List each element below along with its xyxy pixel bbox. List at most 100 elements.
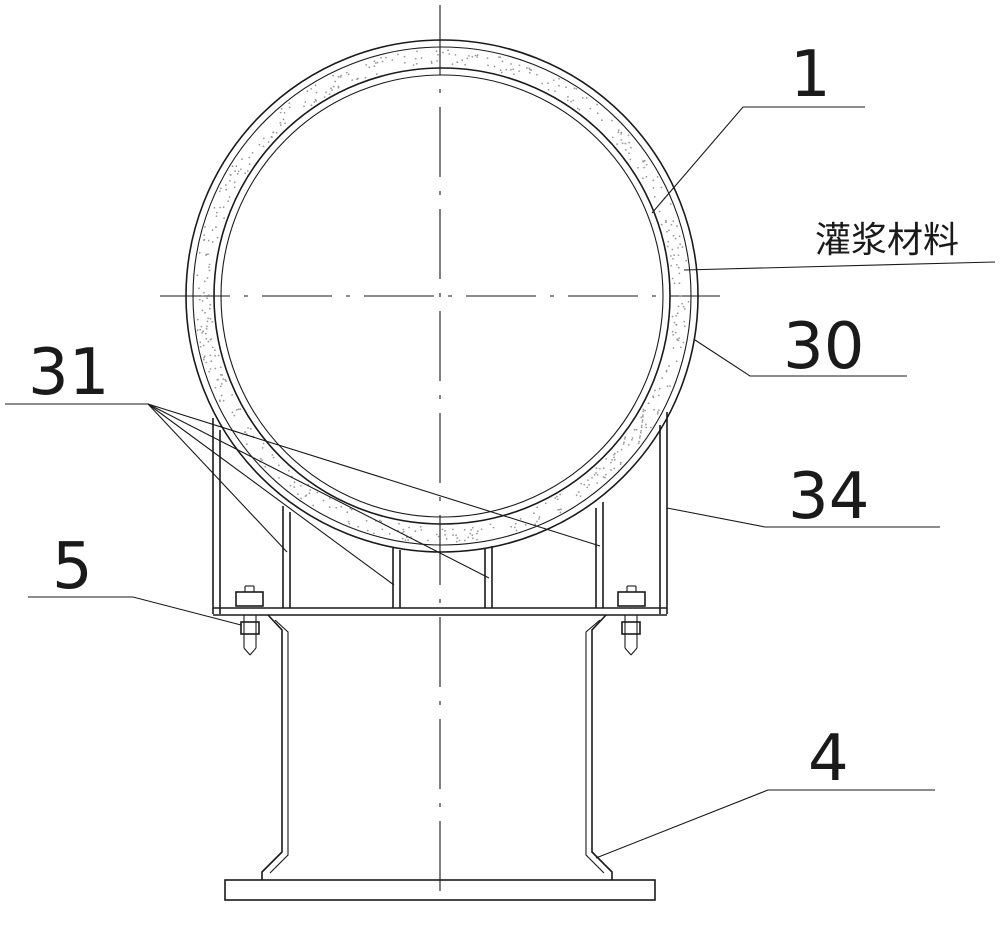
grout-dot — [404, 61, 406, 64]
grout-dot — [463, 528, 466, 531]
grout-dot — [278, 477, 280, 479]
grout-dot — [672, 258, 674, 260]
grout-dot — [448, 53, 451, 55]
grout-dot — [672, 333, 675, 336]
pipe-inner-ring — [220, 74, 664, 518]
grout-dot — [340, 505, 343, 508]
grout-dot — [640, 429, 642, 432]
grout-dot — [476, 532, 478, 535]
grout-dot — [514, 526, 516, 529]
grout-dot — [654, 389, 656, 392]
grout-dot — [536, 520, 538, 523]
grout-dot — [467, 536, 470, 539]
grout-dot — [437, 53, 439, 56]
grout-dot — [530, 69, 533, 71]
grout-dot — [624, 142, 627, 145]
grout-dot — [558, 77, 560, 80]
grout-dot — [244, 431, 246, 434]
grout-dot — [665, 369, 668, 372]
grout-dot — [288, 102, 291, 104]
grout-dot — [435, 50, 438, 53]
grout-dot — [454, 54, 457, 56]
grout-dot — [330, 87, 332, 90]
grout-dot — [505, 68, 508, 71]
grout-dot — [347, 520, 350, 523]
grout-dot — [683, 325, 686, 328]
grout-dot — [373, 60, 376, 63]
grout-dot — [207, 317, 210, 320]
grout-dot — [420, 57, 423, 59]
grout-dot — [476, 530, 479, 532]
grout-dot — [408, 526, 410, 529]
grout-dot — [203, 358, 205, 361]
grout-dot — [591, 476, 593, 479]
grout-dot — [596, 474, 599, 476]
grout-dot — [587, 479, 589, 481]
grout-dot — [611, 119, 613, 122]
grout-dot — [657, 394, 660, 397]
grout-dot — [639, 435, 641, 438]
grout-dot — [645, 426, 648, 429]
grout-dot — [381, 60, 384, 63]
grout-dot — [196, 274, 199, 277]
grout-dot — [653, 408, 655, 411]
grout-dot — [337, 86, 340, 89]
grout-dot — [556, 498, 559, 501]
grout-dot — [596, 112, 599, 115]
grout-dot — [519, 517, 522, 520]
grout-dot — [211, 241, 214, 243]
grout-dot — [209, 303, 212, 306]
grout-dot — [680, 346, 682, 349]
grout-dot — [668, 365, 670, 367]
grout-dot — [613, 458, 616, 461]
grout-dot — [229, 173, 232, 176]
grout-dot — [617, 131, 620, 134]
grout-dot — [398, 522, 400, 525]
grout-dot — [476, 538, 478, 541]
grout-dot — [645, 175, 648, 178]
grout-dot — [642, 414, 644, 416]
grout-dot — [541, 82, 544, 85]
grout-dot — [231, 411, 234, 414]
grout-dot — [676, 312, 679, 315]
grout-dot — [216, 379, 219, 381]
grout-dot — [669, 203, 672, 205]
grout-dot — [581, 97, 584, 99]
grout-dot — [604, 476, 606, 479]
grout-dot — [681, 302, 683, 305]
grout-dot — [668, 229, 670, 232]
grout-dot — [666, 230, 668, 233]
grout-dot — [246, 443, 248, 446]
grout-dot — [629, 158, 632, 161]
grout-dot — [451, 63, 454, 66]
grout-dot — [687, 300, 690, 303]
grout-dot — [673, 254, 675, 257]
grout-dot — [471, 526, 474, 529]
grout-dot — [213, 206, 216, 209]
grout-dot — [272, 131, 274, 134]
grout-dot — [293, 486, 296, 488]
grout-dot — [468, 55, 470, 57]
grout-dot — [557, 509, 559, 511]
grout-dot — [304, 495, 307, 497]
grout-dot — [221, 383, 223, 385]
grout-dot — [215, 215, 218, 218]
grout-dot — [331, 89, 333, 91]
grout-dot — [412, 64, 415, 66]
grout-dot — [565, 86, 567, 88]
grout-dot — [204, 311, 206, 314]
grout-dot — [270, 135, 273, 138]
grout-dot — [575, 88, 578, 90]
grout-dot — [677, 266, 680, 269]
grout-dot — [677, 247, 679, 249]
grout-dot — [647, 402, 650, 405]
grout-dot — [598, 467, 601, 470]
grout-dot — [356, 78, 358, 81]
grout-dot — [208, 266, 210, 268]
grout-dot — [529, 68, 531, 71]
label-pedestal: 4 — [808, 722, 849, 796]
grout-dot — [227, 200, 230, 203]
grout-dot — [437, 535, 440, 538]
grout-dot — [552, 79, 555, 82]
grout-dot — [206, 297, 209, 299]
